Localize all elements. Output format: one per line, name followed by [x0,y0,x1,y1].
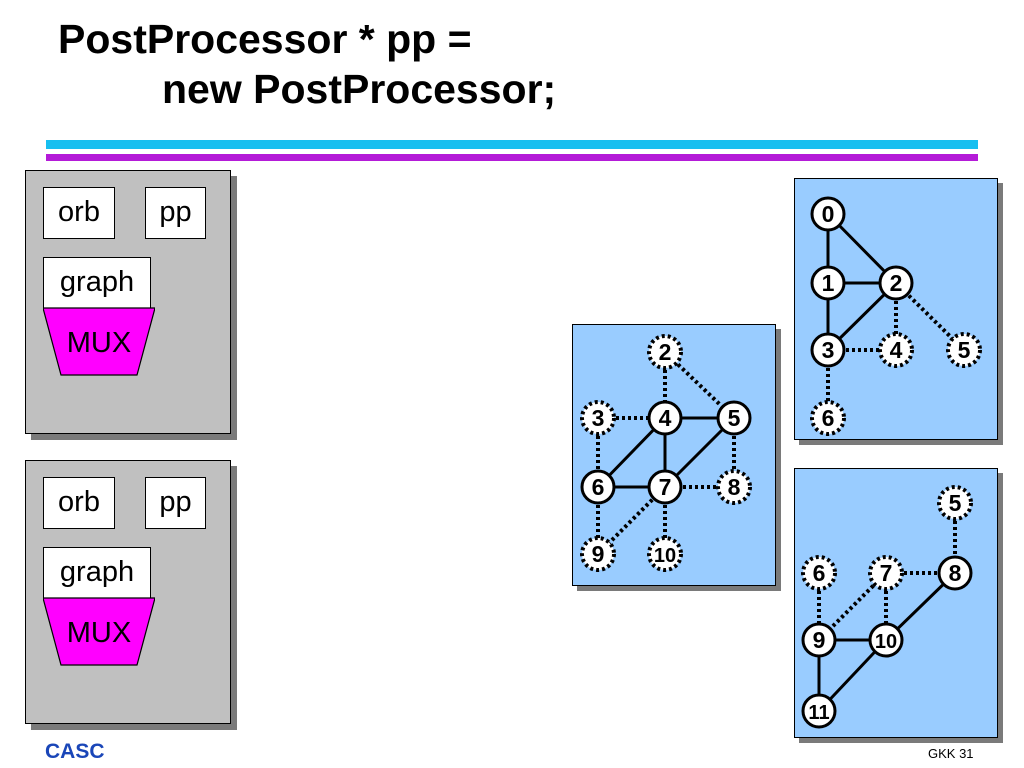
graph-node-label: 8 [728,474,741,500]
solid-node-circle [801,622,837,658]
solid-node-circle [647,469,683,505]
graph-diagram: 0 1 2 3 4 5 6 [794,178,1003,445]
graph-node-8: 8 [716,469,752,505]
graph-node-label: 2 [659,339,672,365]
title-line-1: PostProcessor * pp = [58,16,472,62]
mux-trapezoid: MUX [43,597,155,666]
solid-node-circle [647,400,683,436]
mux-trapezoid: MUX [43,307,155,376]
graph-node-10: 10 [868,622,904,658]
graph-diagram: 5 6 7 8 9 10 11 [794,468,1003,743]
graph-node-label: 8 [949,560,962,586]
dashed-node-circle [878,332,914,368]
title-rule-cyan [46,140,978,149]
graph-node-8: 8 [937,555,973,591]
graph-node-2: 2 [878,265,914,301]
solid-node-circle [937,555,973,591]
dashed-node-circle [716,469,752,505]
graph-node-label: 11 [808,702,829,724]
graph-node-label: 9 [592,541,605,567]
dashed-node-circle [647,334,683,370]
dashed-node-circle [946,332,982,368]
graph-node-4: 4 [647,400,683,436]
graph-node-5: 5 [946,332,982,368]
graph-node-label: 0 [822,201,835,227]
graph-node-6: 6 [580,469,616,505]
mux-label: MUX [67,617,131,649]
graph-node-label: 4 [659,405,672,431]
graph-node-label: 10 [875,631,897,653]
process-panel-body: orb pp graph MUX [25,460,231,724]
dashed-node-circle [937,485,973,521]
graph-node-label: 5 [728,405,741,431]
solid-node-circle [716,400,752,436]
graph-node-label: 5 [958,337,971,363]
solid-node-circle [868,622,904,658]
dashed-node-circle [868,555,904,591]
graph-node-11: 11 [801,693,837,729]
graph-node-7: 7 [647,469,683,505]
dashed-node-circle [801,555,837,591]
graph-node-label: 6 [822,405,835,431]
dashed-node-circle [810,400,846,436]
solid-node-circle [810,196,846,232]
graph-node-label: 10 [654,545,676,567]
graph-node-label: 6 [813,560,826,586]
process-panel-body: orb pp graph MUX [25,170,231,434]
graph-node-3: 3 [810,332,846,368]
graph-node-9: 9 [801,622,837,658]
title-line-2: new PostProcessor; [162,66,557,112]
solid-node-circle [580,469,616,505]
orb-box: orb [43,187,115,239]
graph-box: graph [43,547,151,599]
graph-node-10: 10 [647,536,683,572]
graph-node-3: 3 [580,400,616,436]
solid-node-circle [801,693,837,729]
solid-node-circle [810,265,846,301]
graph-node-label: 7 [880,560,893,586]
orb-box: orb [43,477,115,529]
graph-box: graph [43,257,151,309]
graph-node-label: 9 [813,627,826,653]
graph-node-label: 3 [592,405,605,431]
graph-node-4: 4 [878,332,914,368]
subgraph-left-panel: 2 3 4 5 6 7 8 9 10 [572,324,782,592]
subgraph-top-right-panel: 0 1 2 3 4 5 6 [794,178,1004,446]
solid-node-circle [810,332,846,368]
mux-label: MUX [67,327,131,359]
graph-node-label: 3 [822,337,835,363]
dashed-node-circle [647,536,683,572]
graph-node-5: 5 [937,485,973,521]
slide-title: PostProcessor * pp = new PostProcessor; [58,14,556,114]
graph-node-label: 6 [592,474,605,500]
footer-casc: CASC [45,740,105,763]
graph-node-label: 4 [890,337,903,363]
subgraph-bottom-right-panel: 5 6 7 8 9 10 11 [794,468,1004,744]
graph-node-6: 6 [810,400,846,436]
graph-node-1: 1 [810,265,846,301]
pp-box: pp [145,477,206,529]
graph-node-9: 9 [580,536,616,572]
dashed-node-circle [580,536,616,572]
title-rule-magenta [46,154,978,161]
graph-node-label: 5 [949,490,962,516]
graph-node-6: 6 [801,555,837,591]
graph-node-0: 0 [810,196,846,232]
solid-node-circle [878,265,914,301]
graph-node-7: 7 [868,555,904,591]
footer-page-number: GKK 31 [928,746,974,761]
graph-node-2: 2 [647,334,683,370]
graph-node-5: 5 [716,400,752,436]
dashed-node-circle [580,400,616,436]
graph-node-label: 7 [659,474,672,500]
graph-node-label: 2 [890,270,903,296]
graph-node-label: 1 [822,270,835,296]
pp-box: pp [145,187,206,239]
graph-diagram: 2 3 4 5 6 7 8 9 10 [572,324,781,591]
